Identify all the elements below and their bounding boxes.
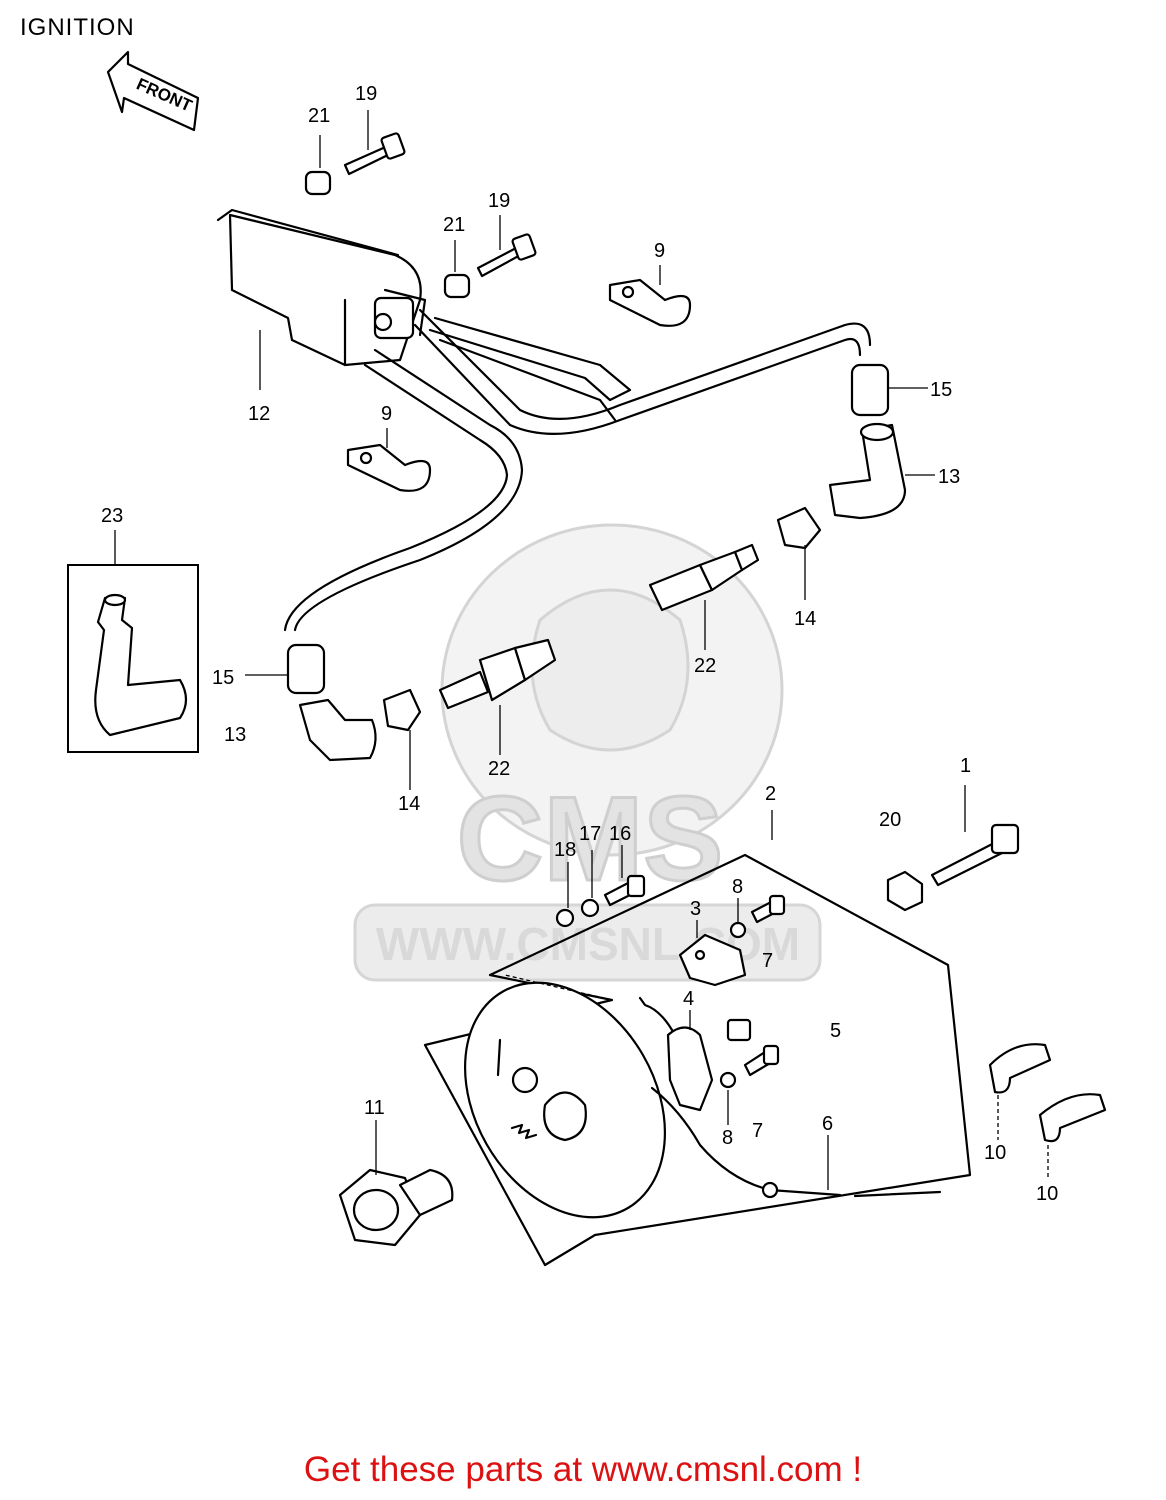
- spark-plug-22-upper: [648, 543, 760, 612]
- callout-8-lower: 8: [722, 1127, 733, 1149]
- watermark-logo: CMS WWW.CMSNL.COM: [353, 523, 822, 982]
- leader-lines: [114, 110, 1049, 1190]
- wire-clamp-upper: [608, 278, 692, 327]
- bolt-1: [930, 823, 1020, 887]
- callout-7-upper: 7: [762, 950, 773, 972]
- callout-2: 2: [765, 783, 776, 805]
- callout-21-lower: 21: [443, 214, 465, 236]
- watermark-cms-text: CMS: [457, 772, 724, 906]
- callout-17: 17: [579, 823, 601, 845]
- ignition-parts-diagram: CMS WWW.CMSNL.COM FRONT: [67, 50, 1107, 1267]
- screw-16: [603, 874, 646, 907]
- callout-22-lower: 22: [488, 758, 510, 780]
- callout-9-upper: 9: [654, 240, 665, 262]
- washer-18: [555, 908, 575, 928]
- front-arrow: FRONT: [106, 50, 200, 132]
- callout-numbers: 1 2 3 4 5 6 7 7 8 8 9 9 10 10 11 12 13 1…: [101, 83, 1058, 1205]
- contact-point-3: [678, 933, 747, 987]
- condenser-4: [638, 996, 714, 1112]
- callout-7-lower: 7: [752, 1120, 763, 1142]
- callout-16: 16: [609, 823, 631, 845]
- callout-23: 23: [101, 505, 123, 527]
- washer-17: [580, 898, 600, 918]
- plug-seal-14-right: [776, 506, 822, 550]
- callout-4: 4: [683, 988, 694, 1010]
- plug-cap-13-left: [298, 698, 377, 762]
- callout-1: 1: [960, 755, 971, 777]
- plug-cap-seal-15-right: [850, 363, 890, 417]
- callout-13-right: 13: [938, 466, 960, 488]
- callout-10-b: 10: [1036, 1183, 1058, 1205]
- footer-link[interactable]: Get these parts at www.cmsnl.com !: [303, 1450, 863, 1489]
- callout-9-lower: 9: [381, 403, 392, 425]
- callout-14-right: 14: [794, 608, 816, 630]
- callout-11: 11: [364, 1097, 385, 1119]
- callout-10-a: 10: [984, 1142, 1006, 1164]
- callout-22-upper: 22: [694, 655, 716, 677]
- plug-cap-13-right: [828, 422, 907, 520]
- spark-advancer-11: [338, 1168, 454, 1247]
- contact-breaker-assembly: [423, 853, 972, 1267]
- callout-8-upper: 8: [732, 876, 743, 898]
- lead-wire-6: [650, 1086, 942, 1199]
- washer-8-upper: [729, 921, 747, 939]
- coil-bolt-upper: [343, 132, 406, 176]
- callout-12: 12: [248, 403, 270, 425]
- wire-clamp-lower: [346, 443, 432, 492]
- callout-19-lower: 19: [488, 190, 510, 212]
- screw-7-upper: [750, 894, 786, 924]
- inset-plug-cap-23: [67, 564, 199, 753]
- washer-8-lower: [719, 1071, 737, 1089]
- coil-spacer-lower: [443, 273, 471, 299]
- coil-bolt-lower: [476, 233, 537, 278]
- callout-5: 5: [830, 1020, 841, 1042]
- screw-7-lower: [743, 1044, 780, 1077]
- callout-19-upper: 19: [355, 83, 377, 105]
- callout-18: 18: [554, 839, 576, 861]
- callout-20: 20: [879, 809, 901, 831]
- callout-14-left: 14: [398, 793, 420, 815]
- callout-3: 3: [690, 898, 701, 920]
- clamp-10-b: [1038, 1093, 1107, 1143]
- block-5: [726, 1018, 752, 1042]
- callout-6: 6: [822, 1113, 833, 1135]
- callout-13-left: 13: [224, 724, 246, 746]
- nut-20: [886, 870, 924, 912]
- callout-15-left: 15: [212, 667, 234, 689]
- plug-seal-14-left: [382, 688, 422, 732]
- ht-leads: [283, 308, 872, 632]
- ignition-coil: [216, 208, 427, 367]
- callout-15-right: 15: [930, 379, 952, 401]
- clamp-10-a: [988, 1043, 1052, 1094]
- callout-21-upper: 21: [308, 105, 330, 127]
- spark-plug-22-lower: [438, 638, 557, 710]
- coil-spacer-upper: [304, 170, 332, 196]
- page-title: IGNITION: [20, 14, 135, 41]
- plug-cap-seal-15-left: [286, 643, 326, 695]
